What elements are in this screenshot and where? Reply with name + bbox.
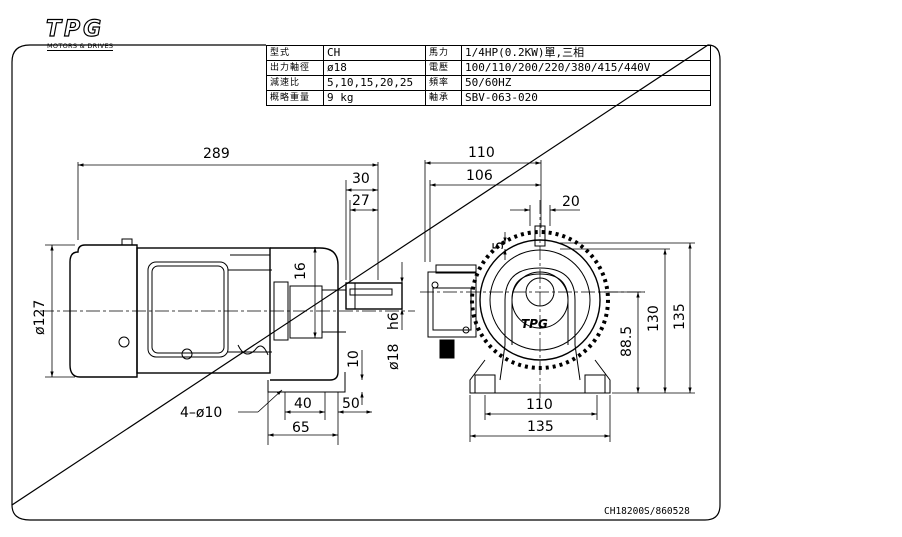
dim-127: ø127: [32, 300, 48, 335]
spec-label: 電壓: [425, 60, 462, 76]
spec-label: 型式: [266, 45, 324, 61]
spec-value: 50/60HZ: [461, 75, 711, 91]
spec-value: ø18: [323, 60, 426, 76]
dim-10: 10: [346, 350, 362, 368]
dim-88-5: 88.5: [619, 326, 635, 357]
spec-value: 1/4HP(0.2KW)單,三相: [461, 45, 711, 61]
company-logo: TPG MOTORS & DRIVES: [40, 17, 130, 54]
front-dimensions: [424, 160, 695, 442]
front-view: [420, 200, 645, 400]
dim-50: 50: [342, 396, 360, 412]
side-dimension-labels: 289 30 27 16 ø127 h6 ø18 10 40 50 65 4–ø…: [32, 146, 402, 436]
spec-label: 減速比: [266, 75, 324, 91]
front-dimension-labels: 110 106 20 5 88.5 130 135 110 135: [466, 145, 688, 435]
dim-110-bottom: 110: [526, 397, 553, 413]
dim-110-top: 110: [468, 145, 495, 161]
logo-brand: TPG: [45, 17, 105, 42]
spec-row: 出力軸徑 ø18 電壓 100/110/200/220/380/415/440V: [266, 60, 711, 76]
spec-label: 頻率: [425, 75, 462, 91]
spec-row: 型式 CH 馬力 1/4HP(0.2KW)單,三相: [266, 45, 711, 61]
spec-label: 概略重量: [266, 90, 324, 106]
logo-tagline: MOTORS & DRIVES: [47, 42, 114, 51]
spec-label: 軸承: [425, 90, 462, 106]
dim-27: 27: [352, 193, 370, 209]
dim-40: 40: [294, 396, 312, 412]
dim-106: 106: [466, 168, 493, 184]
side-view: [40, 238, 415, 393]
spec-value: 5,10,15,20,25: [323, 75, 426, 91]
dim-135: 135: [672, 303, 688, 330]
dim-16: 16: [293, 262, 309, 280]
spec-row: 概略重量 9 kg 軸承 SBV-063-020: [266, 90, 711, 106]
dim-holes: 4–ø10: [180, 405, 222, 421]
spec-value: SBV-063-020: [461, 90, 711, 106]
front-logo: TPG: [521, 317, 548, 331]
spec-label: 出力軸徑: [266, 60, 324, 76]
spec-table: 型式 CH 馬力 1/4HP(0.2KW)單,三相 出力軸徑 ø18 電壓 10…: [266, 45, 711, 106]
spec-value: 100/110/200/220/380/415/440V: [461, 60, 711, 76]
spec-value: 9 kg: [323, 90, 426, 106]
spec-value: CH: [323, 45, 426, 61]
dim-30: 30: [352, 171, 370, 187]
drawing-number: CH18200S/860528: [604, 506, 690, 517]
dim-5: 5: [491, 241, 507, 250]
dim-65: 65: [292, 420, 310, 436]
spec-label: 馬力: [425, 45, 462, 61]
dim-h6: h6: [386, 312, 402, 330]
dim-135-bottom: 135: [527, 419, 554, 435]
spec-row: 減速比 5,10,15,20,25 頻率 50/60HZ: [266, 75, 711, 91]
side-dimensions: [45, 162, 404, 445]
dim-289: 289: [203, 146, 230, 162]
dim-18: ø18: [386, 344, 402, 370]
dim-20: 20: [562, 194, 580, 210]
dim-130: 130: [646, 305, 662, 332]
drawing-frame: [11, 44, 721, 521]
